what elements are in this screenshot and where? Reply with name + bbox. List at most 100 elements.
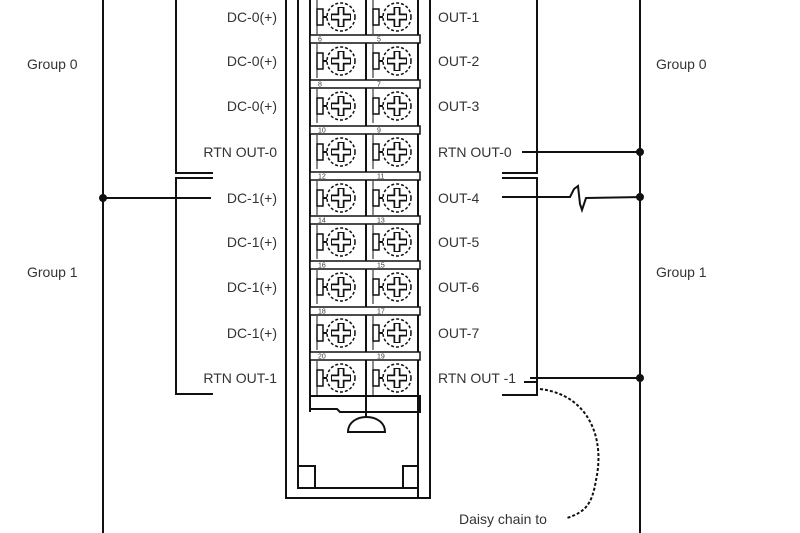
wire-clamp bbox=[372, 369, 380, 387]
wire-clamp bbox=[372, 143, 380, 161]
right-junction-dot bbox=[636, 148, 644, 156]
terminal-number: 16 bbox=[318, 263, 326, 270]
wire-clamp bbox=[372, 278, 380, 296]
left-terminal-label: DC-1(+) bbox=[227, 325, 277, 341]
screw-terminal[interactable] bbox=[372, 270, 412, 304]
module-housing bbox=[285, 0, 431, 499]
screw-terminal[interactable] bbox=[372, 361, 412, 395]
right-group-0-label: Group 0 bbox=[656, 56, 707, 72]
screw-terminal[interactable] bbox=[316, 0, 356, 34]
screw-terminal[interactable] bbox=[372, 44, 412, 78]
screw-terminal[interactable] bbox=[316, 225, 356, 259]
screw-terminal[interactable] bbox=[316, 270, 356, 304]
terminal-number: 14 bbox=[318, 218, 326, 225]
screw-terminal[interactable] bbox=[316, 89, 356, 123]
wire-clamp bbox=[372, 324, 380, 342]
wire-clamp bbox=[372, 189, 380, 207]
screw-terminal[interactable] bbox=[372, 135, 412, 169]
left-group-0-bracket bbox=[175, 0, 213, 174]
terminal-number: 7 bbox=[377, 82, 381, 89]
right-terminal-label: OUT-1 bbox=[438, 9, 479, 25]
wire-clamp bbox=[372, 97, 380, 115]
wire-clamp bbox=[316, 52, 324, 70]
left-terminal-label: DC-0(+) bbox=[227, 53, 277, 69]
right-junction-dot bbox=[636, 193, 644, 201]
screw-terminal[interactable] bbox=[372, 89, 412, 123]
right-group-1-bracket bbox=[502, 177, 538, 321]
right-terminal-label: OUT-5 bbox=[438, 234, 479, 250]
wire-clamp bbox=[316, 324, 324, 342]
wire-clamp bbox=[372, 8, 380, 26]
left-group-1-bracket bbox=[175, 177, 213, 395]
screw-terminal[interactable] bbox=[316, 135, 356, 169]
terminal-number: 6 bbox=[318, 37, 322, 44]
left-terminal-label: DC-1(+) bbox=[227, 234, 277, 250]
terminal-number: 15 bbox=[377, 263, 385, 270]
right-terminal-label: OUT-2 bbox=[438, 53, 479, 69]
group-labels: Group 0 Group 1 Group 0 Group 1 bbox=[27, 56, 707, 280]
release-latch bbox=[346, 416, 387, 433]
terminal-number: 5 bbox=[377, 37, 381, 44]
wire-clamp bbox=[316, 233, 324, 251]
terminal-number: 8 bbox=[318, 82, 322, 89]
right-foot bbox=[402, 465, 419, 489]
left-terminal-label: RTN OUT-1 bbox=[203, 370, 277, 386]
out-4-load-wire bbox=[502, 184, 641, 214]
terminal-number: 9 bbox=[377, 128, 381, 135]
terminal-row: DC-0(+) OUT-1 bbox=[227, 0, 479, 34]
wire-clamp bbox=[316, 8, 324, 26]
left-terminal-label: RTN OUT-0 bbox=[203, 144, 277, 160]
terminal-number-strip bbox=[309, 79, 421, 89]
left-terminal-label: DC-0(+) bbox=[227, 9, 277, 25]
wire-clamp bbox=[316, 97, 324, 115]
wire-clamp bbox=[316, 369, 324, 387]
terminal-number: 18 bbox=[318, 309, 326, 316]
right-group-1-bracket-lower bbox=[502, 321, 538, 396]
terminal-number-strip bbox=[309, 260, 421, 270]
right-terminal-label: OUT-6 bbox=[438, 279, 479, 295]
right-terminal-label: OUT-4 bbox=[438, 190, 479, 206]
terminal-number: 19 bbox=[377, 354, 385, 361]
terminal-block-base bbox=[310, 395, 421, 413]
terminal-row: 6 5DC-0(+) OUT-2 bbox=[227, 34, 479, 78]
terminal-number-strip bbox=[309, 306, 421, 316]
terminal-number: 17 bbox=[377, 309, 385, 316]
screw-terminal[interactable] bbox=[316, 44, 356, 78]
daisy-chain-note: Daisy chain to bbox=[459, 511, 547, 527]
terminal-number: 13 bbox=[377, 218, 385, 225]
wire-clamp bbox=[316, 278, 324, 296]
terminal-number: 12 bbox=[318, 174, 326, 181]
terminal-number: 11 bbox=[377, 174, 384, 181]
left-terminal-label: DC-0(+) bbox=[227, 98, 277, 114]
screw-terminal[interactable] bbox=[372, 225, 412, 259]
terminal-number-strip bbox=[309, 125, 421, 135]
screw-terminal[interactable] bbox=[372, 316, 412, 350]
terminal-number: 10 bbox=[318, 128, 326, 135]
wire-clamp bbox=[372, 52, 380, 70]
screw-terminal[interactable] bbox=[316, 181, 356, 215]
terminal-number: 20 bbox=[318, 354, 326, 361]
screw-terminal[interactable] bbox=[316, 361, 356, 395]
left-group-0-label: Group 0 bbox=[27, 56, 78, 72]
left-group-1-label: Group 1 bbox=[27, 264, 78, 280]
wire-clamp bbox=[316, 189, 324, 207]
wire-clamp bbox=[372, 233, 380, 251]
terminal-number-strip bbox=[309, 351, 421, 361]
terminal-number-strip bbox=[309, 215, 421, 225]
left-terminal-label: DC-1(+) bbox=[227, 190, 277, 206]
screw-terminal[interactable] bbox=[372, 0, 412, 34]
terminal-number-strip bbox=[309, 34, 421, 44]
wiring bbox=[99, 0, 644, 533]
screw-terminal[interactable] bbox=[316, 316, 356, 350]
right-terminal-label: RTN OUT-0 bbox=[438, 144, 512, 160]
screw-terminal[interactable] bbox=[372, 181, 412, 215]
